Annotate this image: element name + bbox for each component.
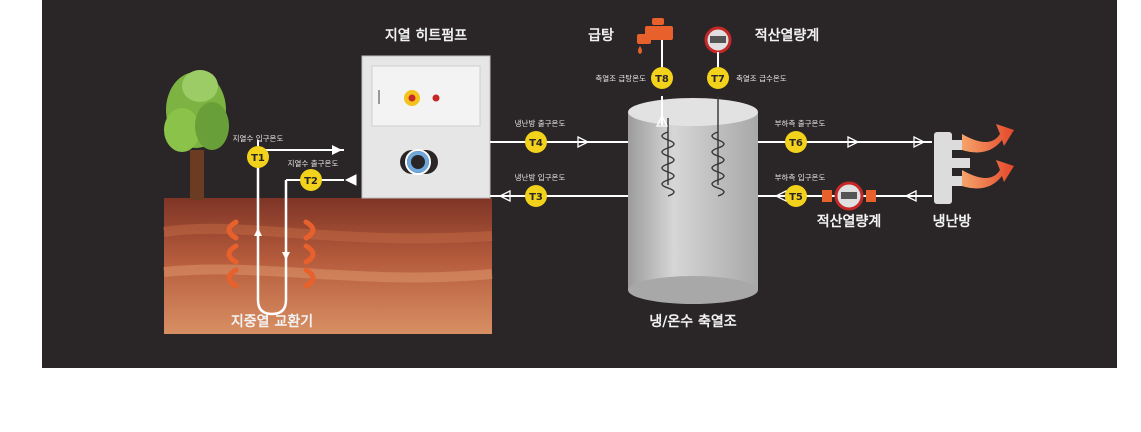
heat-meter-top-icon (704, 26, 732, 68)
sensor-t5-desc: 부하측 입구온도 (775, 172, 826, 182)
heat-meter-bottom-icon (822, 181, 876, 211)
sensor-t1-desc: 지열수 입구온도 (233, 134, 284, 143)
sensor-t2-id: T2 (304, 176, 318, 187)
sensor-badge-t8: T8 축열조 급탕온도 (595, 67, 673, 89)
radiator-icon (934, 124, 1014, 204)
heat-meter-top-label: 적산열량계 (755, 27, 819, 44)
sensor-t3-id: T3 (529, 192, 543, 203)
sensor-t6-id: T6 (789, 138, 803, 149)
sensor-t7-id: T7 (711, 74, 725, 85)
sensor-t3-desc: 냉난방 입구온도 (515, 172, 566, 182)
sensor-t8-desc: 축열조 급탕온도 (595, 73, 646, 83)
sensor-t6-desc: 부하측 출구온도 (775, 118, 826, 128)
heat-meter-bottom-label: 적산열량계 (817, 213, 881, 230)
heating-cooling-label: 냉난방 (933, 213, 972, 230)
sensor-badge-t5: T5 부하측 입구온도 (775, 172, 826, 207)
sensor-t2-desc: 지열수 출구온도 (288, 158, 339, 168)
ground-block (163, 198, 493, 334)
sensor-badge-t7: T7 축열조 급수온도 (707, 67, 787, 89)
sensor-badge-t4: T4 냉난방 출구온도 (515, 118, 566, 153)
sensor-t8-id: T8 (655, 74, 669, 85)
heat-pump-label: 지열 히트펌프 (385, 27, 467, 44)
heat-pump-unit (361, 55, 491, 199)
sensor-t1-id: T1 (251, 153, 265, 164)
ground-heat-arcs (226, 219, 316, 289)
sensor-badge-t6: T6 부하측 출구온도 (775, 118, 826, 153)
hot-water-label: 급탕 (588, 27, 614, 44)
tree-icon (164, 70, 229, 200)
ground-loop-pipe (254, 150, 290, 316)
sensor-t5-id: T5 (789, 192, 803, 203)
sensor-badge-t1: T1 지열수 입구온도 (233, 134, 284, 168)
faucet-icon (637, 18, 673, 68)
sensor-t4-desc: 냉난방 출구온도 (515, 118, 566, 128)
storage-tank (628, 96, 758, 304)
sensor-badge-t2: T2 지열수 출구온도 (288, 158, 339, 191)
sensor-badge-t3: T3 냉난방 입구온도 (515, 172, 566, 207)
sensor-t4-id: T4 (529, 138, 543, 149)
tank-supply-pipes (490, 141, 628, 197)
storage-tank-label: 냉/온수 축열조 (649, 313, 736, 330)
ground-exchanger-label: 지중열 교환기 (231, 313, 313, 330)
sensor-t7-desc: 축열조 급수온도 (736, 74, 787, 83)
